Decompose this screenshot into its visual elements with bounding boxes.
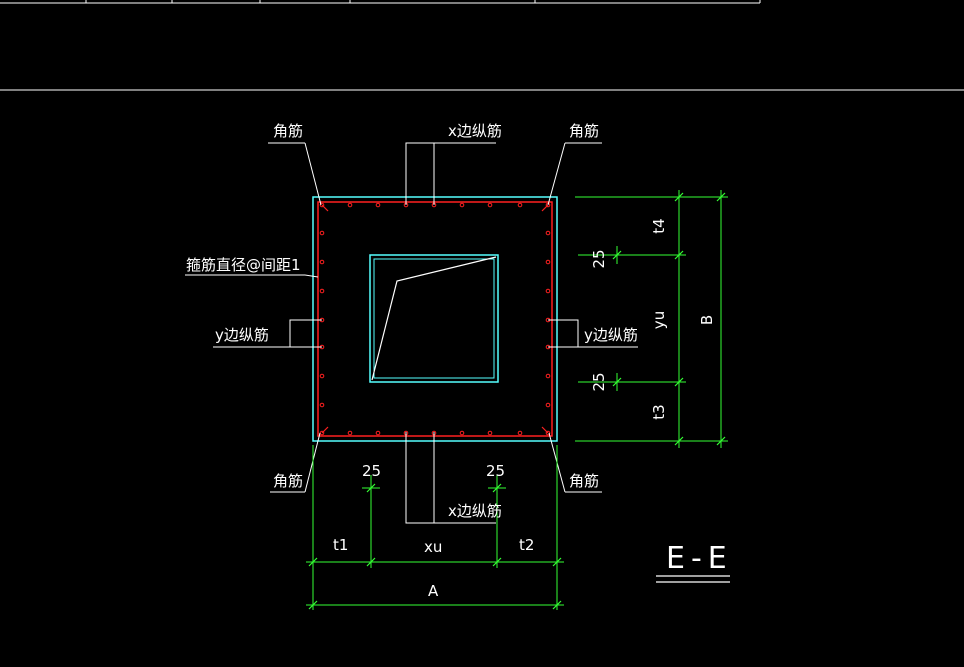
label-corner-rebar-br: 角筋 (569, 472, 599, 490)
dim-text-t1: t1 (333, 536, 348, 554)
rebar-right (545, 373, 551, 379)
dim-tick (716, 192, 726, 202)
rebar-left (319, 259, 325, 265)
dim-text-25-bottom: 25 (590, 372, 608, 391)
stirrup-hook (541, 204, 549, 212)
dim-tick (674, 436, 684, 446)
label-stirrup: 箍筋直径@间距1 (186, 256, 301, 274)
rebar-left (319, 373, 325, 379)
dim-text-A: A (428, 582, 439, 600)
label-corner-rebar-bl: 角筋 (273, 472, 303, 490)
leader-corner-tr (547, 142, 566, 206)
rebar-bottom (517, 430, 523, 436)
dim-tick (308, 557, 318, 567)
dim-tick (674, 250, 684, 260)
dim-text-yu: yu (650, 311, 668, 329)
dim-tick (674, 192, 684, 202)
dim-text-B: B (698, 315, 716, 325)
break-line (371, 256, 497, 381)
label-x-side-rebar-top: x边纵筋 (448, 122, 502, 140)
stirrup-hook (321, 204, 329, 212)
rebar-bottom (319, 430, 325, 436)
dim-tick (552, 557, 562, 567)
dim-tick (366, 483, 376, 493)
rebar-top (375, 202, 381, 208)
dim-tick (552, 600, 562, 610)
dim-tick (366, 557, 376, 567)
rebar-right (545, 288, 551, 294)
stirrup-hook (541, 426, 549, 434)
dimension-ticks (308, 192, 726, 610)
dim-tick (674, 377, 684, 387)
dim-text-xu: xu (424, 538, 442, 556)
leader-corner-tl (304, 142, 322, 206)
rebar-bottom (375, 430, 381, 436)
dim-text-25-top: 25 (590, 249, 608, 268)
dim-text-t3: t3 (650, 404, 668, 419)
rebar-right (545, 259, 551, 265)
leader-stirrup (304, 274, 319, 278)
dim-tick (492, 557, 502, 567)
label-x-side-rebar-bottom: x边纵筋 (448, 502, 502, 520)
column-outline (312, 196, 558, 442)
rebar-right (545, 230, 551, 236)
dim-text-t2: t2 (519, 536, 534, 554)
dim-tick (612, 377, 622, 387)
label-corner-rebar-tr: 角筋 (569, 122, 599, 140)
dim-tick (492, 483, 502, 493)
label-y-side-rebar-right: y边纵筋 (584, 326, 638, 344)
label-corner-rebar-tl: 角筋 (273, 122, 303, 140)
rebar-top (347, 202, 353, 208)
rebar-bottom (487, 430, 493, 436)
hollow-outline-inner (373, 258, 495, 379)
leader-y-right (548, 319, 579, 347)
dim-tick (308, 600, 318, 610)
rebar-top (487, 202, 493, 208)
rebar-left (319, 230, 325, 236)
label-y-side-rebar-left: y边纵筋 (215, 326, 269, 344)
dim-text-t4: t4 (650, 218, 668, 233)
stirrup-hook (321, 426, 329, 434)
rebar-top (319, 202, 325, 208)
rebar-left (319, 402, 325, 408)
rebar-group (319, 202, 551, 436)
rebar-bottom (459, 430, 465, 436)
rebar-bottom (545, 430, 551, 436)
leader-x-bottom (405, 432, 435, 524)
leader-y-left (289, 319, 322, 347)
hollow-outline-outer (369, 254, 499, 383)
leader-x-top (405, 142, 435, 205)
rebar-top (459, 202, 465, 208)
dimension-lines (306, 190, 728, 610)
rebar-bottom (347, 430, 353, 436)
dim-tick (612, 250, 622, 260)
rebar-top (517, 202, 523, 208)
header-table (0, 0, 964, 91)
stirrup-outline (317, 201, 553, 437)
dim-tick (716, 436, 726, 446)
rebar-left (319, 288, 325, 294)
dim-text-25-right: 25 (486, 462, 505, 480)
dim-text-25-left: 25 (362, 462, 381, 480)
section-title: E-E (666, 541, 733, 576)
rebar-right (545, 402, 551, 408)
